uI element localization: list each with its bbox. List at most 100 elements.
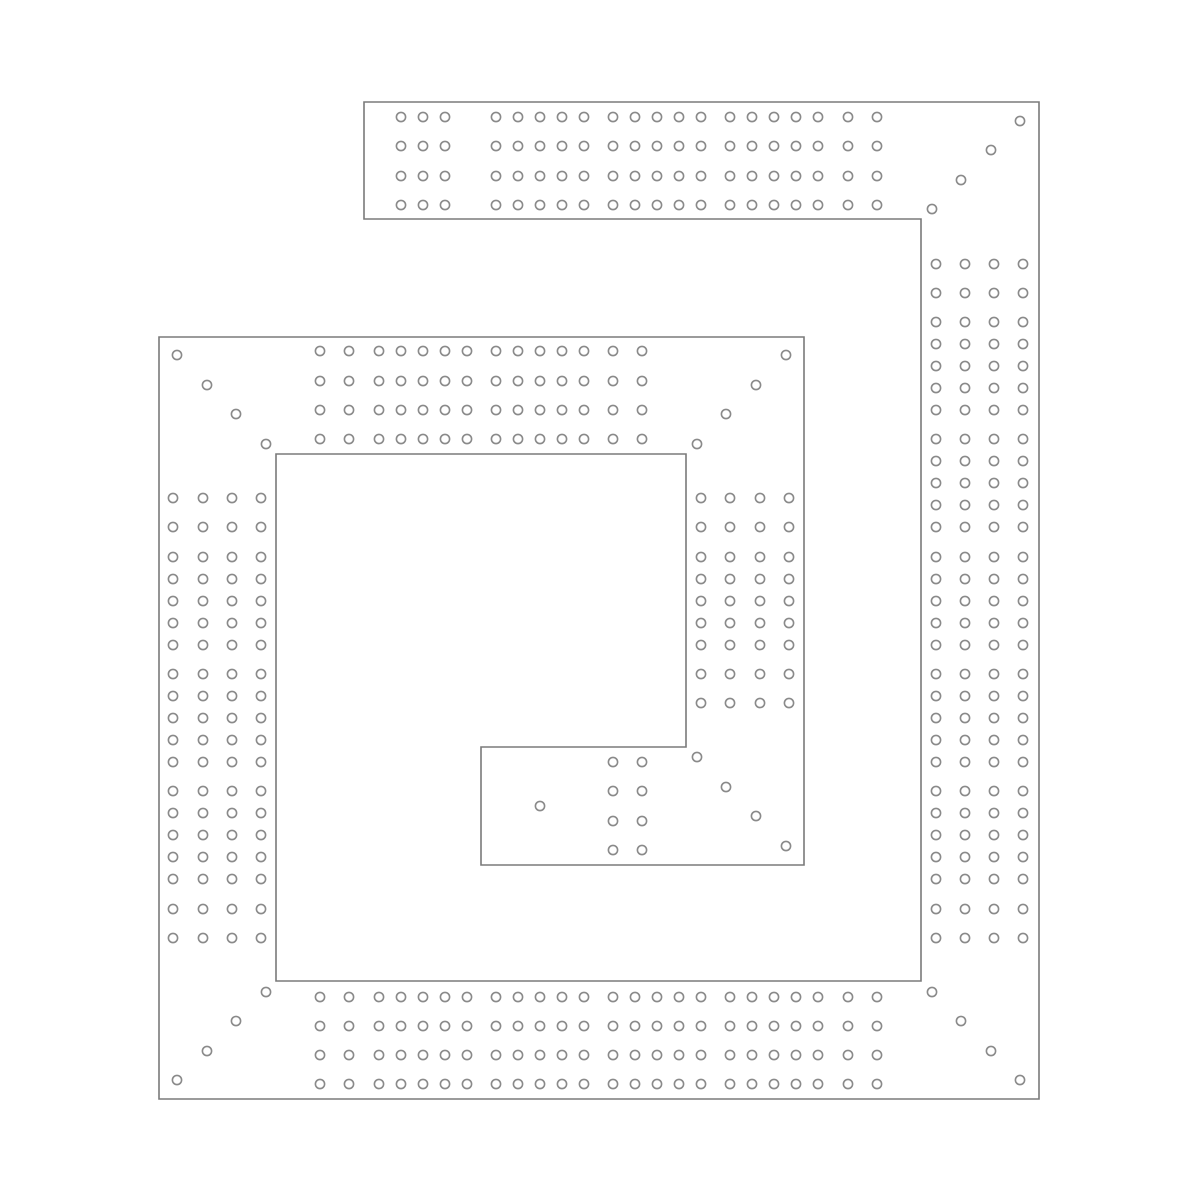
hole [607,1078,619,1090]
hole [1014,115,1026,127]
hole [724,595,736,607]
hole [490,140,502,152]
hole [167,551,179,563]
hole [750,810,762,822]
hole [1017,873,1029,885]
hole [724,492,736,504]
hole [783,595,795,607]
hole [629,170,641,182]
hole [534,140,546,152]
hole [1017,756,1029,768]
hole [255,807,267,819]
hole [812,140,824,152]
hole [226,668,238,680]
hole [373,375,385,387]
hole [226,690,238,702]
hole [750,379,762,391]
hole [226,932,238,944]
hole [673,199,685,211]
hole [930,639,942,651]
hole [959,690,971,702]
hole [607,785,619,797]
hole [768,140,780,152]
hole [417,375,429,387]
hole [695,639,707,651]
hole [314,1049,326,1061]
hole [197,785,209,797]
hole [842,170,854,182]
hole [314,345,326,357]
hole [988,690,1000,702]
hole [673,140,685,152]
hole [226,521,238,533]
hole [790,1078,802,1090]
hole [871,1020,883,1032]
hole [988,595,1000,607]
hole [395,170,407,182]
hole [1017,433,1029,445]
hole [754,617,766,629]
hole [343,375,355,387]
hole [959,873,971,885]
hole [607,111,619,123]
hole [607,433,619,445]
hole [930,617,942,629]
hole [790,1020,802,1032]
hole [746,170,758,182]
hole [724,170,736,182]
hole [1017,455,1029,467]
hole [959,499,971,511]
hole [988,360,1000,372]
hole [512,345,524,357]
hole [812,1049,824,1061]
hole [167,639,179,651]
hole [556,140,568,152]
hole [417,199,429,211]
hole [417,111,429,123]
hole [171,1074,183,1086]
hole [651,111,663,123]
hole [629,1078,641,1090]
hole [490,170,502,182]
hole [556,404,568,416]
hole [197,690,209,702]
hole [1017,851,1029,863]
hole [724,573,736,585]
hole-grid [167,111,1029,1090]
hole [226,573,238,585]
hole [724,199,736,211]
board-outline [158,101,1040,1100]
hole [812,991,824,1003]
hole [226,617,238,629]
hole [167,595,179,607]
hole [255,639,267,651]
hole [197,595,209,607]
hole [695,595,707,607]
hole [255,756,267,768]
hole [724,1049,736,1061]
hole [1017,477,1029,489]
hole [512,404,524,416]
hole [439,375,451,387]
hole [673,170,685,182]
hole [959,785,971,797]
hole [651,1020,663,1032]
hole [959,595,971,607]
hole [768,991,780,1003]
hole [812,111,824,123]
hole [607,375,619,387]
hole [746,1078,758,1090]
hole [417,170,429,182]
hole [812,1020,824,1032]
hole [512,1020,524,1032]
hole [959,287,971,299]
hole [197,492,209,504]
hole [959,829,971,841]
hole [842,1049,854,1061]
hole [439,1020,451,1032]
hole [607,170,619,182]
hole [783,639,795,651]
hole [695,1020,707,1032]
hole [988,455,1000,467]
hole [1017,573,1029,585]
